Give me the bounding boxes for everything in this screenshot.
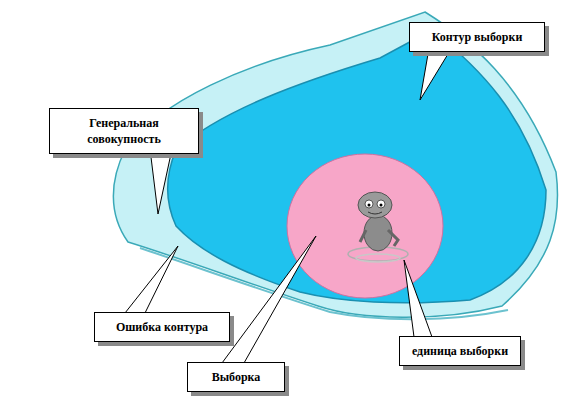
- callout-box: единица выборки: [399, 336, 521, 366]
- callout-tail: [420, 54, 448, 100]
- callout-box: Контур выборки: [409, 22, 545, 52]
- callout-tail: [125, 246, 178, 313]
- callout-tail: [404, 260, 432, 337]
- frame-region: [168, 30, 546, 303]
- callout-text: Ошибка контура: [116, 319, 208, 335]
- sample-unit-figure: [348, 192, 408, 262]
- callout-box: Выборка: [187, 362, 285, 392]
- callout-box: Ошибка контура: [94, 312, 230, 342]
- callout-text: Выборка: [212, 369, 261, 385]
- callout-text: единица выборки: [412, 343, 508, 359]
- callout-tail: [150, 149, 172, 214]
- population-region: [113, 12, 557, 317]
- sample-circle: [287, 154, 443, 298]
- callout-text: Генеральная совокупность: [59, 115, 189, 147]
- callout-text: Контур выборки: [432, 29, 523, 45]
- callout-box: Генеральная совокупность: [49, 108, 199, 154]
- callout-tail: [222, 236, 316, 363]
